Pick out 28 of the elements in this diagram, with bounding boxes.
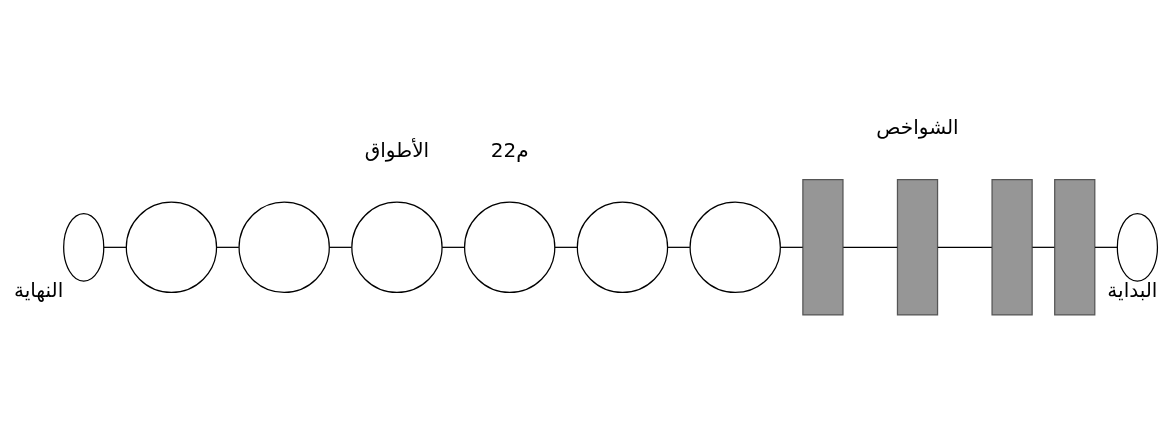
label: الأطواق [364,137,430,162]
label: 22م [490,137,529,162]
node-bar [802,178,844,316]
node-label: البداية [1107,277,1158,302]
node-bar [896,178,939,316]
node-circle [125,201,218,293]
connector [842,246,898,248]
connector [1094,246,1118,248]
connector [666,246,691,248]
node-bar [1054,178,1096,316]
node-circle [689,201,781,293]
node-ellipse [63,212,105,282]
node-circle [463,201,556,293]
connector [103,246,127,248]
node-label: النهاية [13,277,64,302]
node-circle [576,201,669,293]
connector [554,246,578,248]
node-circle [238,201,330,293]
node-circle [351,201,443,293]
connector [215,246,240,248]
node-ellipse [1116,212,1159,282]
connector [328,246,353,248]
connector [937,246,993,248]
connector [779,246,804,248]
connector [1031,246,1055,248]
node-bar [991,178,1033,316]
connector [441,246,465,248]
label: الشواخص [876,114,959,139]
